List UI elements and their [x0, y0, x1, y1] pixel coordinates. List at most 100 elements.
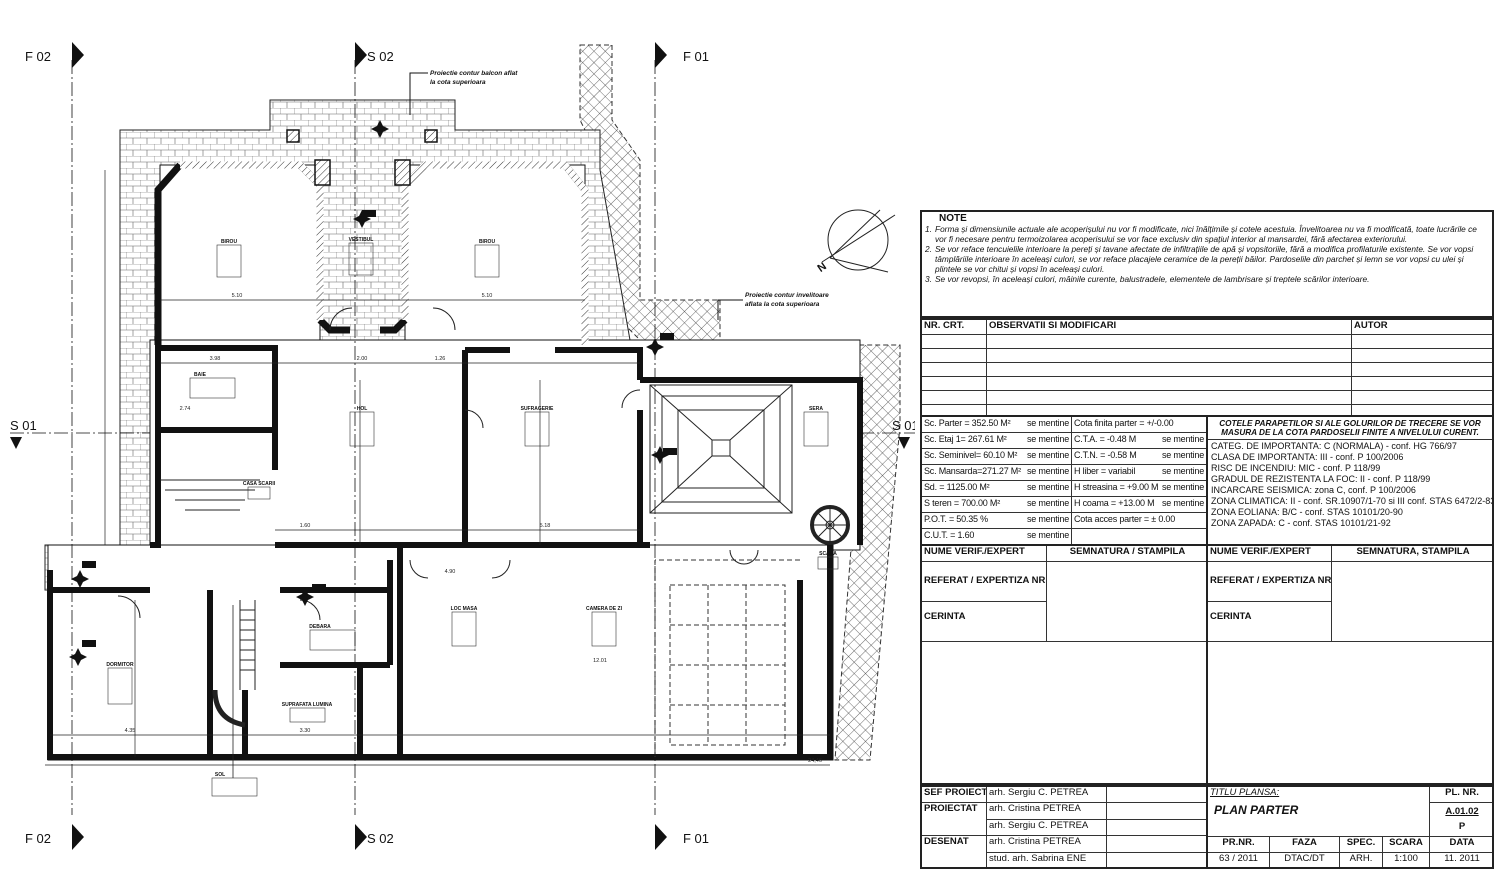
roof-note: Proiectie contur invelitoare: [745, 292, 829, 299]
sheet-value: ARH.: [1340, 853, 1383, 867]
svg-text:BIROU: BIROU: [221, 239, 238, 245]
sheet-value: 11. 2011: [1444, 853, 1480, 864]
classification-line: INCARCARE SEISMICA: zona C, conf. P 100/…: [1211, 485, 1416, 495]
room-tag: SOL: [211, 772, 258, 797]
svg-text:VESTIBUL: VESTIBUL: [349, 237, 374, 243]
classification-line: RISC DE INCENDIU: MIC - conf. P 118/99: [1211, 463, 1381, 473]
axis-label-s02: S 02: [367, 49, 394, 64]
staff-name: arh. Cristina PETREA: [987, 836, 1107, 853]
room-tag: SUFRAGERIE: [521, 406, 554, 447]
dim: 3.98: [210, 356, 221, 362]
svg-text:SOL: SOL: [215, 772, 225, 778]
floor-plan-drawing: 5.10 5.10 2.00 1.26 5.18 4.90 4.35 3.30 …: [10, 42, 915, 850]
staff-role: [922, 852, 987, 867]
room-tag: SCARA: [817, 551, 839, 570]
staff-name: arh. Sergiu C. PETREA: [987, 819, 1107, 837]
room-tag: BIROU: [474, 239, 500, 278]
svg-text:LOC MASA: LOC MASA: [451, 606, 478, 612]
axis-label-f02: F 02: [25, 831, 51, 846]
svg-text:SUFRAGERIE: SUFRAGERIE: [521, 406, 554, 412]
sheet-title-label: TITLU PLANSA:: [1208, 787, 1430, 803]
signature-area: [1047, 562, 1206, 642]
axis-label-s02: S 02: [367, 831, 394, 846]
room-tag: SUPRAFATA LUMINA: [282, 702, 333, 723]
staff-table: SEF PROIECT arh. Sergiu C. PETREA PROIEC…: [920, 785, 1208, 869]
classification-line: CLASA DE IMPORTANTA: III - conf. P 100/2…: [1211, 452, 1404, 462]
room-tag: DORMITOR: [106, 662, 134, 705]
note-item: 3.Se vor revopsi, în aceleași culori, mâ…: [925, 274, 1370, 284]
staff-name: stud. arh. Sabrina ENE: [987, 852, 1107, 867]
indicator-left: P.O.T. = 50.35 %se mentine: [922, 513, 1072, 529]
svg-text:SUPRAFATA LUMINA: SUPRAFATA LUMINA: [282, 702, 333, 708]
dim: 5.10: [482, 293, 493, 299]
dim: 5.10: [232, 293, 243, 299]
balcony-note: Proiectie contur balcon aflat: [430, 70, 518, 77]
dim: 5.18: [540, 523, 551, 529]
staff-name: arh. Cristina PETREA: [987, 803, 1107, 820]
sheet-header: SCARA: [1383, 837, 1430, 853]
room-tag: VESTIBUL: [349, 237, 374, 276]
sheet-value: DTAC/DT: [1270, 853, 1340, 867]
note-item: 1.Forma și dimensiunile actuale ale acop…: [925, 224, 1477, 244]
note-item: 2.Se vor reface tencuielile interioare l…: [925, 244, 1474, 274]
staff-role: PROIECTAT: [922, 803, 987, 820]
room-tag: HOL: [349, 406, 375, 447]
dim: 4.35: [125, 728, 136, 734]
notes-title: NOTE: [939, 213, 967, 224]
verification-right: NUME VERIF./EXPERT SEMNATURA, STAMPILA R…: [1206, 544, 1494, 785]
spiral-stair: [810, 505, 850, 545]
dim: 1.60: [300, 523, 311, 529]
sheet-title: PLAN PARTER: [1208, 803, 1430, 837]
dim: 2.00: [357, 356, 368, 362]
sheet-header: FAZA: [1270, 837, 1340, 853]
cotele-note: COTELE PARAPETILOR SI ALE GOLURILOR DE T…: [1208, 417, 1492, 440]
dim: 3.30: [300, 728, 311, 734]
section-marker: [72, 42, 84, 68]
staff-signature: [1107, 803, 1206, 820]
staff-role: [922, 819, 987, 837]
classification-line: ZONA EOLIANA: B/C - conf. STAS 10101/20-…: [1211, 507, 1403, 517]
classification-line: ZONA ZAPADA: C - conf. STAS 10101/21-92: [1211, 518, 1391, 528]
svg-text:BIROU: BIROU: [479, 239, 496, 245]
dim: 12.01: [593, 658, 607, 664]
sheet-info: TITLU PLANSA: PLAN PARTER PL. NR. A.01.0…: [1206, 785, 1494, 869]
notes-panel: NOTE 1.Forma și dimensiunile actuale ale…: [920, 210, 1494, 318]
dim: 1.26: [435, 356, 446, 362]
svg-text:N: N: [815, 260, 828, 274]
north-arrow-icon: N: [815, 209, 896, 275]
verification-left: NUME VERIF./EXPERT SEMNATURA / STAMPILA …: [920, 544, 1208, 785]
revision-rows: [922, 335, 1492, 415]
sheet-header: PR.NR.: [1208, 837, 1270, 853]
svg-text:DORMITOR: DORMITOR: [106, 662, 134, 668]
axis-label-s01: S 01: [10, 418, 37, 433]
classification-line: ZONA CLIMATICA: II - conf. SR.10907/1-70…: [1211, 496, 1494, 506]
sera-roof: [649, 384, 793, 514]
sheet-value: 63 / 2011: [1208, 853, 1270, 867]
roof-note: aflata la cota superioara: [745, 301, 820, 308]
indicator-mid: [1072, 529, 1206, 544]
svg-text:DEBARA: DEBARA: [309, 624, 331, 630]
total-width: 24,46: [808, 758, 822, 764]
svg-text:SERA: SERA: [809, 406, 823, 412]
staff-role: DESENAT: [922, 836, 987, 853]
room-tag: CASA SCARII: [243, 481, 276, 500]
indicator-mid: Cota finita parter = +/-0.00: [1072, 417, 1206, 433]
dim: 2.74: [180, 406, 191, 412]
axis-label-f01: F 01: [683, 831, 709, 846]
room-tag: LOC MASA: [451, 606, 478, 647]
indicator-mid: Cota acces parter = ± 0.00: [1072, 513, 1206, 529]
classification-line: CATEG. DE IMPORTANTA: C (NORMALA) - conf…: [1211, 441, 1457, 451]
svg-text:BAIE: BAIE: [194, 372, 207, 378]
room-tag: BIROU: [216, 239, 242, 278]
